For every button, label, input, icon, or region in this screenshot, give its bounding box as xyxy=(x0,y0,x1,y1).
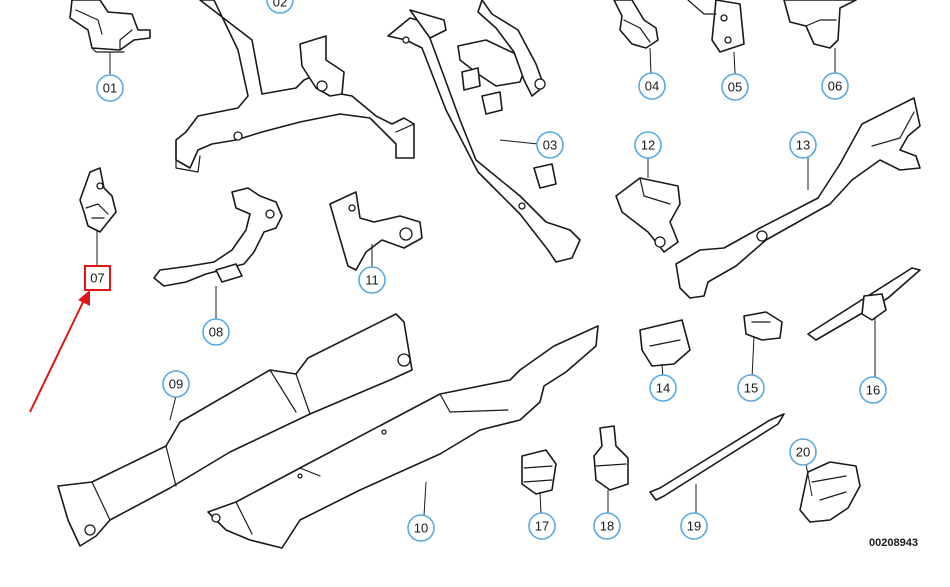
svg-text:19: 19 xyxy=(687,519,701,534)
part-07-clip-bracket xyxy=(79,167,117,233)
svg-text:09: 09 xyxy=(169,377,183,392)
callout-16[interactable]: 16 xyxy=(859,376,887,404)
callout-14[interactable]: 14 xyxy=(649,374,677,402)
svg-text:10: 10 xyxy=(414,521,428,536)
svg-text:04: 04 xyxy=(645,79,659,94)
part-04-clip xyxy=(613,0,659,49)
svg-text:18: 18 xyxy=(600,519,614,534)
callout-09[interactable]: 09 xyxy=(162,370,190,398)
part-01-bracket xyxy=(69,0,151,53)
callout-06[interactable]: 06 xyxy=(821,72,849,100)
svg-text:16: 16 xyxy=(866,383,880,398)
svg-text:06: 06 xyxy=(828,79,842,94)
part-14-clip xyxy=(639,319,691,367)
callout-18[interactable]: 18 xyxy=(593,512,621,540)
callout-10[interactable]: 10 xyxy=(407,514,435,542)
callout-05[interactable]: 05 xyxy=(721,73,749,101)
part-02-frame-bracket xyxy=(175,0,415,173)
callout-07[interactable]: 07 xyxy=(84,265,111,291)
svg-text:03: 03 xyxy=(543,138,557,153)
part-10-tray xyxy=(207,325,599,549)
callout-01[interactable]: 01 xyxy=(96,74,124,102)
part-03-angled-bracket xyxy=(387,0,581,263)
svg-text:11: 11 xyxy=(365,273,379,288)
callout-12[interactable]: 12 xyxy=(634,131,662,159)
part-05-plate xyxy=(687,0,745,53)
callout-19[interactable]: 19 xyxy=(680,512,708,540)
part-20-clip xyxy=(799,461,861,523)
callout-02[interactable]: 02 xyxy=(266,0,294,14)
svg-text:15: 15 xyxy=(744,381,758,396)
leader-lines xyxy=(96,47,876,517)
part-09-panel xyxy=(57,313,413,547)
svg-text:07: 07 xyxy=(90,271,104,286)
svg-text:08: 08 xyxy=(209,325,223,340)
svg-text:02: 02 xyxy=(273,0,287,10)
callout-11[interactable]: 11 xyxy=(358,266,386,294)
highlight-arrow xyxy=(29,290,90,413)
callout-20[interactable]: 20 xyxy=(789,438,817,466)
callout-08[interactable]: 08 xyxy=(202,318,230,346)
part-13-long-bracket xyxy=(675,97,921,299)
svg-text:12: 12 xyxy=(641,138,655,153)
part-17-clip xyxy=(521,449,557,495)
part-12-bracket xyxy=(615,177,681,253)
part-18-clip xyxy=(593,425,629,491)
part-16-cable-tie xyxy=(807,267,921,341)
svg-text:14: 14 xyxy=(656,381,670,396)
callout-17[interactable]: 17 xyxy=(528,512,556,540)
svg-text:17: 17 xyxy=(535,519,549,534)
callout-04[interactable]: 04 xyxy=(638,72,666,100)
callout-03[interactable]: 03 xyxy=(536,131,564,159)
part-11-l-bracket xyxy=(329,191,423,271)
svg-text:05: 05 xyxy=(728,80,742,95)
part-06-bracket xyxy=(783,0,857,49)
svg-text:01: 01 xyxy=(103,81,117,96)
part-15-clip xyxy=(743,311,783,341)
callout-13[interactable]: 13 xyxy=(789,131,817,159)
part-19-cable-tie xyxy=(649,413,785,501)
callout-15[interactable]: 15 xyxy=(737,374,765,402)
diagram-reference-number: 00208943 xyxy=(869,537,918,549)
part-08-strap-bracket xyxy=(153,187,283,287)
svg-text:20: 20 xyxy=(796,445,810,460)
svg-text:13: 13 xyxy=(796,138,810,153)
